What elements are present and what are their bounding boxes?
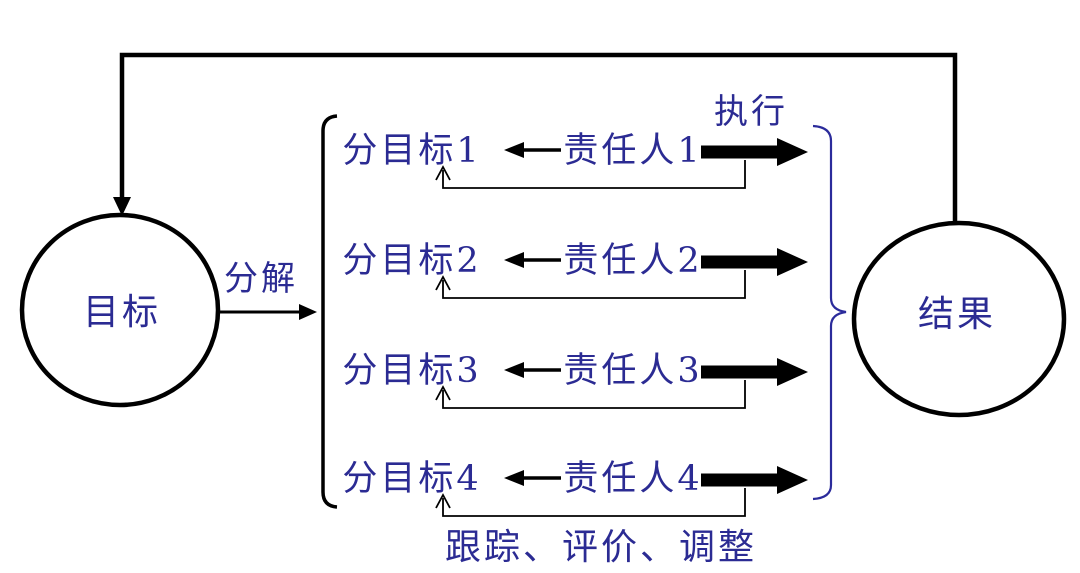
arrowhead-up-chevron-icon	[435, 493, 451, 509]
execute-label: 执行	[714, 92, 788, 132]
decompose-label: 分解	[224, 259, 298, 299]
execute-thick-arrowhead-icon	[777, 138, 808, 166]
row-feedback-line	[442, 488, 746, 517]
arrowhead-left-icon	[504, 470, 524, 486]
sub-goal-row: 分目标3 责任人3	[342, 351, 808, 409]
arrowhead-right-decompose-icon	[299, 304, 317, 320]
sub-goal-row: 分目标4 责任人4	[342, 459, 808, 517]
execute-thick-arrowhead-icon	[777, 466, 808, 494]
row-feedback-line	[442, 270, 746, 299]
sub-goal-label: 分目标1	[342, 131, 481, 171]
right-group-brace	[812, 124, 847, 501]
row-feedback-line	[442, 160, 746, 189]
arrowhead-left-icon	[504, 142, 524, 158]
result-circle	[851, 220, 1067, 418]
feedback-return-line	[119, 52, 958, 222]
row-feedback-line	[442, 380, 746, 409]
arrowhead-down-into-goal-icon	[113, 197, 131, 216]
result-label: 结果	[918, 294, 996, 335]
arrowhead-up-chevron-icon	[435, 385, 451, 401]
arrowhead-up-chevron-icon	[435, 275, 451, 291]
owner-label: 责任人1	[563, 131, 702, 171]
goal-circle	[19, 212, 221, 408]
arrowhead-up-chevron-icon	[435, 165, 451, 181]
owner-label: 责任人3	[563, 351, 702, 391]
arrowhead-left-icon	[504, 252, 524, 268]
execute-thick-arrowhead-icon	[777, 248, 808, 276]
sub-goal-label: 分目标4	[342, 459, 481, 499]
owner-label: 责任人2	[563, 241, 702, 281]
sub-goal-row: 分目标1 责任人1	[342, 131, 808, 189]
sub-goal-row: 分目标2 责任人2	[342, 241, 808, 299]
arrowhead-left-icon	[504, 362, 524, 378]
feedback-caption: 跟踪、评价、调整	[445, 527, 757, 568]
sub-goal-label: 分目标2	[342, 241, 481, 281]
execute-thick-arrowhead-icon	[777, 358, 808, 386]
sub-goal-label: 分目标3	[342, 351, 481, 391]
left-group-bracket	[321, 114, 338, 509]
owner-label: 责任人4	[563, 459, 702, 499]
goal-label: 目标	[83, 292, 161, 333]
